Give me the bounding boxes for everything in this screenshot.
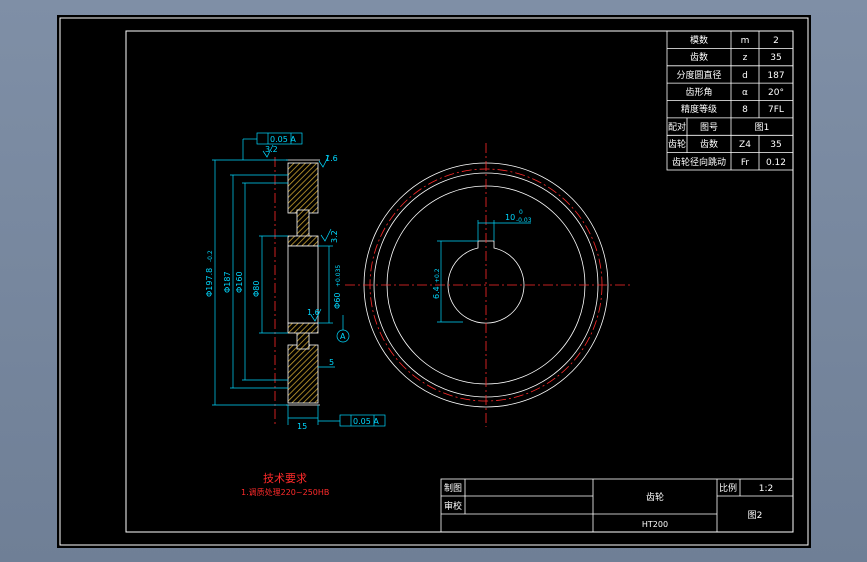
roughness-top: 3.2 bbox=[265, 145, 278, 154]
dim-hub: Φ160 bbox=[235, 271, 244, 293]
param-label-4: 精度等级 bbox=[681, 103, 717, 115]
drawing-no-label: 图号 bbox=[700, 122, 718, 133]
dim-outer-tol: -0.2 bbox=[207, 250, 214, 262]
teeth-symbol: Z4 bbox=[739, 140, 751, 150]
runout-value: 0.12 bbox=[766, 158, 786, 168]
web-bottom bbox=[296, 330, 310, 350]
dim-inner: Φ80 bbox=[252, 281, 261, 297]
param-label-3: 齿形角 bbox=[685, 86, 712, 98]
mating-head: 配对 bbox=[668, 121, 686, 133]
param-value-2: 187 bbox=[767, 71, 784, 81]
tech-req-title: 技术要求 bbox=[263, 472, 307, 485]
tb-sheet: 图2 bbox=[748, 510, 763, 521]
tech-req-line1: 1.调质处理220~250HB bbox=[241, 487, 329, 497]
roughness-bore: 1.6 bbox=[307, 308, 320, 317]
tb-code: HT200 bbox=[642, 520, 668, 529]
datum-letter: A bbox=[340, 332, 346, 341]
dim-small: 5 bbox=[329, 358, 334, 367]
param-symbol-2: d bbox=[742, 71, 748, 81]
front-view: 10 0 -0.03 6.4 +0.2 bbox=[345, 143, 633, 427]
tb-drawn: 制图 bbox=[444, 482, 462, 494]
hub-bottom bbox=[287, 322, 319, 334]
runout-label: 齿轮径向跳动 bbox=[672, 156, 726, 168]
hub-top bbox=[287, 235, 319, 247]
drawing-no-value: 图1 bbox=[755, 122, 770, 133]
dim-bore: Φ60 bbox=[333, 293, 342, 309]
mating-gear: 齿轮 bbox=[668, 138, 686, 150]
keyway-width-tol-top: 0 bbox=[519, 209, 523, 216]
tb-checked: 审校 bbox=[444, 500, 462, 512]
keyway-depth: 6.4 bbox=[432, 286, 441, 299]
param-symbol-0: m bbox=[741, 36, 750, 46]
dim-width: 15 bbox=[297, 422, 307, 431]
tb-scale-value: 1:2 bbox=[759, 484, 773, 494]
runout-symbol: Fr bbox=[741, 158, 750, 168]
tol-top-text: 0.05 A bbox=[270, 135, 296, 144]
teeth-label: 齿数 bbox=[700, 138, 718, 150]
tb-part-name: 齿轮 bbox=[646, 491, 664, 503]
param-value-3: 20° bbox=[768, 88, 784, 98]
section-view: 0.05 A 0.05 A 3.2 1.6 3.2 1.6 A 5 15 Φ19… bbox=[205, 132, 386, 431]
sheet-outer-border bbox=[59, 17, 809, 546]
param-symbol-3: α bbox=[742, 88, 748, 98]
keyway-width-tol: -0.03 bbox=[516, 217, 532, 224]
keyway-width: 10 bbox=[505, 213, 515, 222]
drawing-viewport[interactable]: 模数 m 2 齿数 z 35 分度圆直径 d 187 齿形角 α 20° 精度等… bbox=[57, 15, 811, 548]
bore bbox=[287, 245, 319, 324]
dim-outer: Φ197.8 bbox=[205, 268, 214, 297]
param-symbol-1: z bbox=[743, 53, 748, 63]
tech-requirements: 技术要求 1.调质处理220~250HB bbox=[241, 472, 329, 497]
param-symbol-4: 8 bbox=[742, 105, 748, 115]
param-value-0: 2 bbox=[773, 36, 779, 46]
param-label-2: 分度圆直径 bbox=[676, 69, 721, 81]
param-value-1: 35 bbox=[770, 53, 781, 63]
tol-bottom-text: 0.05 A bbox=[353, 417, 379, 426]
dim-pitch: Φ187 bbox=[223, 271, 232, 293]
web-top bbox=[296, 209, 310, 239]
rim-top bbox=[287, 162, 319, 214]
cad-drawing: 模数 m 2 齿数 z 35 分度圆直径 d 187 齿形角 α 20° 精度等… bbox=[59, 17, 809, 546]
title-block bbox=[440, 478, 794, 533]
teeth-value: 35 bbox=[770, 140, 781, 150]
rim-bottom bbox=[287, 344, 319, 404]
roughness-chamfer: 1.6 bbox=[325, 154, 338, 163]
roughness-mid: 3.2 bbox=[330, 230, 339, 243]
param-label-1: 齿数 bbox=[690, 51, 708, 63]
datum-circle bbox=[336, 329, 350, 343]
param-value-4: 7FL bbox=[768, 105, 784, 115]
params-table bbox=[666, 30, 794, 171]
bore-keyway bbox=[447, 240, 525, 324]
tb-scale-label: 比例 bbox=[719, 482, 737, 494]
dim-bore-tol: +0.035 bbox=[335, 265, 342, 287]
param-label-0: 模数 bbox=[690, 34, 708, 46]
keyway-depth-tol: +0.2 bbox=[434, 268, 441, 283]
